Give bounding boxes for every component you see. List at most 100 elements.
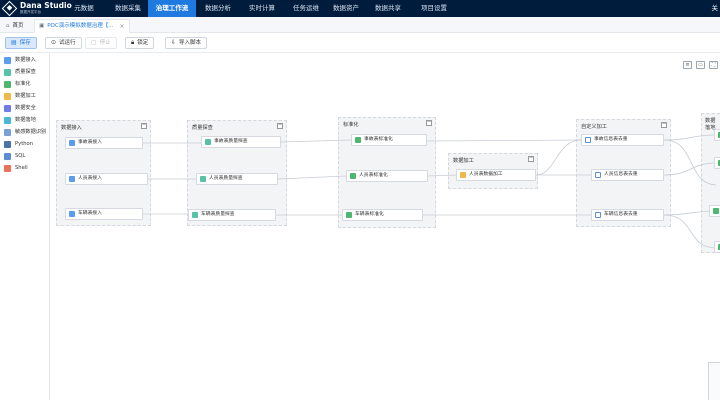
- node-person-ingest[interactable]: 人员表接入: [65, 173, 148, 185]
- fullscreen-icon[interactable]: ⛶: [709, 61, 718, 69]
- sidebar-item-standardize[interactable]: 标准化: [4, 80, 31, 89]
- logo-icon: [1, 0, 18, 17]
- close-icon[interactable]: ×: [119, 23, 125, 30]
- sql-icon: [585, 137, 591, 143]
- landing-icon: [718, 244, 720, 250]
- sidebar-item-data-ingest[interactable]: 数据接入: [4, 56, 36, 65]
- standardize-icon: [355, 137, 361, 143]
- node-vehicle-dedupe[interactable]: 车辆信息表去重: [591, 209, 664, 221]
- import-icon: ⇩: [171, 39, 177, 46]
- node-accident-standardize[interactable]: 事故表标准化: [351, 134, 427, 146]
- save-button[interactable]: ▤ 保存: [5, 37, 37, 49]
- node-person-quality[interactable]: 人员表质量探查: [196, 173, 278, 185]
- tab-home-label: 首页: [12, 22, 24, 29]
- node-vehicle-quality[interactable]: 车辆表质量探查: [188, 209, 276, 221]
- play-icon: ⊙: [51, 39, 57, 46]
- nav-realtime-compute[interactable]: 实时计算: [249, 4, 275, 12]
- zoom-icon[interactable]: ▭: [696, 61, 705, 69]
- tab-bar: ⌂ 首页 ▣ POC演示模拟数据治理【... ×: [0, 17, 720, 33]
- node-person-processing[interactable]: 人员表数据加工: [456, 169, 536, 181]
- sidebar-item-python[interactable]: Python: [4, 140, 33, 149]
- minimap[interactable]: [708, 362, 720, 400]
- folder-icon: [4, 93, 11, 100]
- nav-metadata[interactable]: 元数据: [74, 4, 94, 12]
- workflow-canvas[interactable]: ≡ ▭ ⛶ 数据接入 − 质量探查 − 标准化 − 数据加工 − 自定义加工 −…: [51, 53, 720, 400]
- tab-workflow[interactable]: ▣ POC演示模拟数据治理【... ×: [34, 19, 130, 33]
- database-icon: [69, 140, 75, 146]
- nav-data-analysis[interactable]: 数据分析: [205, 4, 231, 12]
- standardize-icon: [346, 212, 352, 218]
- edge: [277, 175, 347, 180]
- node-person-dedupe[interactable]: 人员信息表去重: [591, 169, 664, 181]
- shield-icon: [4, 105, 11, 112]
- component-sidebar: 数据接入 质量探查 标准化 数据加工 数据安全 数据落地 敏感数据识别 Pyth…: [0, 53, 50, 400]
- node-accident-quality[interactable]: 事故表质量探查: [201, 136, 281, 148]
- group-title: 数据加工: [453, 158, 474, 164]
- group-title: 质量探查: [192, 125, 213, 131]
- trial-run-button[interactable]: ⊙ 试运行: [45, 37, 82, 49]
- sidebar-item-data-security[interactable]: 数据安全: [4, 104, 36, 113]
- stop-button[interactable]: ▢ 停止: [85, 37, 117, 49]
- standardize-icon: [4, 81, 11, 88]
- nav-data-sharing[interactable]: 数据共享: [375, 4, 401, 12]
- nav-project-settings[interactable]: 项目设置: [421, 4, 447, 12]
- edge: [426, 139, 582, 142]
- nav-data-assets[interactable]: 数据资产: [333, 4, 359, 12]
- logo-subtitle: 数据开发平台: [20, 9, 41, 14]
- database-icon: [4, 57, 11, 64]
- node-person-standardize[interactable]: 人员表标准化: [346, 170, 428, 182]
- nav-governance-workflow[interactable]: 治理工作流: [148, 0, 196, 17]
- sql-icon: [595, 212, 601, 218]
- landing-icon: [718, 132, 720, 138]
- quality-icon: [192, 212, 198, 218]
- nav-data-collection[interactable]: 数据采集: [115, 4, 141, 12]
- lock-button[interactable]: 🔒︎ 锁定: [125, 37, 155, 49]
- sql-icon: [595, 172, 601, 178]
- sidebar-item-sensitive-detect[interactable]: 敏感数据识别: [4, 128, 46, 137]
- canvas-controls: ≡ ▭ ⛶: [683, 61, 718, 69]
- database-icon: [69, 176, 75, 182]
- sql-icon: [4, 153, 11, 160]
- node-landing-2[interactable]: [714, 157, 720, 169]
- node-accident-ingest[interactable]: 事故表接入: [65, 137, 143, 149]
- sidebar-item-data-landing[interactable]: 数据落地: [4, 116, 36, 125]
- group-title: 数据落地: [705, 118, 716, 131]
- layout-icon[interactable]: ≡: [683, 61, 692, 69]
- lock-icon: 🔒︎: [131, 39, 135, 46]
- sensitive-icon: [4, 129, 11, 136]
- node-vehicle-ingest[interactable]: 车辆表接入: [65, 208, 143, 220]
- logo[interactable]: Dana Studio 数据开发平台: [1, 0, 72, 17]
- folder-icon: [460, 172, 466, 178]
- stop-icon: ▢: [91, 39, 97, 46]
- group-title: 自定义加工: [581, 124, 607, 130]
- sidebar-item-shell[interactable]: Shell: [4, 164, 28, 173]
- home-icon: ⌂: [6, 22, 10, 29]
- nav-user-menu[interactable]: 关: [711, 4, 719, 12]
- group-title: 数据接入: [61, 125, 82, 131]
- node-landing-3[interactable]: [709, 205, 720, 217]
- node-vehicle-standardize[interactable]: 车辆表标准化: [342, 209, 423, 221]
- node-landing-1[interactable]: [714, 129, 720, 141]
- tab-home[interactable]: ⌂ 首页: [2, 19, 28, 33]
- edge: [535, 139, 582, 176]
- node-landing-4[interactable]: [714, 241, 720, 253]
- toolbar: ▤ 保存 ⊙ 试运行 ▢ 停止 🔒︎ 锁定 ⇩ 导入脚本: [0, 33, 720, 53]
- sidebar-item-quality-probe[interactable]: 质量探查: [4, 68, 36, 77]
- database-icon: [69, 211, 75, 217]
- sidebar-item-sql[interactable]: SQL: [4, 152, 25, 161]
- sidebar-item-data-processing[interactable]: 数据加工: [4, 92, 36, 101]
- collapse-icon[interactable]: −: [141, 122, 147, 129]
- tab-workflow-label: POC演示模拟数据治理【...: [47, 23, 114, 29]
- nav-task-ops[interactable]: 任务运维: [293, 4, 319, 12]
- node-accident-dedupe[interactable]: 事故信息表去重: [581, 134, 664, 146]
- landing-icon: [4, 117, 11, 124]
- import-script-button[interactable]: ⇩ 导入脚本: [165, 37, 208, 49]
- collapse-icon[interactable]: −: [661, 121, 667, 128]
- standardize-icon: [350, 173, 356, 179]
- collapse-icon[interactable]: −: [426, 119, 432, 126]
- collapse-icon[interactable]: −: [528, 155, 534, 162]
- quality-icon: [205, 139, 211, 145]
- save-icon: ▤: [11, 39, 17, 46]
- collapse-icon[interactable]: −: [277, 122, 283, 129]
- logo-title: Dana Studio: [20, 0, 72, 10]
